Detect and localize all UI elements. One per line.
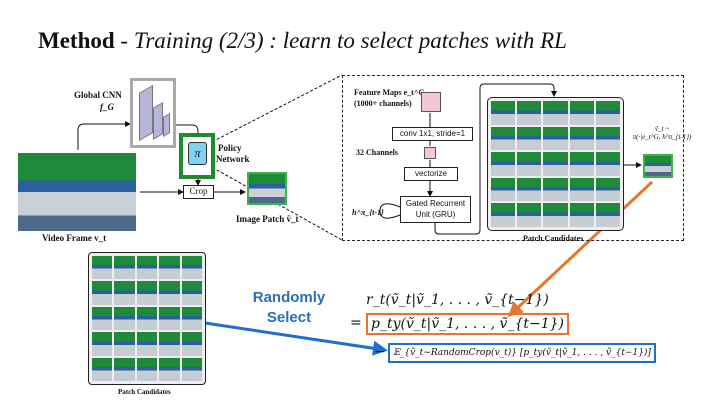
feature-map-cube [421, 92, 441, 112]
reward-formula-line2: p_ty(ṽ_t|ṽ_1, . . . , ṽ_{t−1}) [366, 313, 569, 335]
bottom-patch-candidates-label: Patch Candidates [118, 388, 171, 396]
detail-panel [342, 75, 684, 241]
channel-cube [424, 147, 436, 159]
crop-box: Crop [183, 185, 214, 199]
bottom-patch-candidates-grid [88, 252, 206, 385]
sample-formula: ṽ_t ~π(·|e_t^G, h^π_{t-1}) [632, 125, 692, 141]
selected-patch [643, 154, 673, 178]
video-frame-label: Video Frame v_t [42, 233, 107, 243]
slide-title: Method - Training (2/3) : learn to selec… [38, 28, 567, 53]
channels-1000-label: (1000+ channels) [354, 99, 412, 108]
equals-sign: = [350, 315, 362, 331]
network-label: Network [216, 154, 250, 164]
fg-label: f_G [100, 102, 114, 112]
image-patch-label: Image Patch ṽ_t [236, 214, 299, 224]
minus-sign: − [374, 344, 386, 360]
policy-label: Policy [218, 143, 242, 153]
vectorize-box: vectorize [404, 167, 458, 181]
pi-box: π [188, 142, 207, 165]
policy-network: π [179, 133, 215, 179]
video-frame-image [18, 153, 136, 231]
patch-candidates-grid [487, 97, 624, 231]
reward-formula-line3: 𝔼_{ṽ_t∼RandomCrop(v_t)} [p_ty(ṽ_t|ṽ_1, .… [388, 343, 656, 363]
channels-32-label: 32 Channels [356, 148, 399, 157]
global-cnn-block [130, 78, 176, 148]
feature-maps-label: Feature Maps e_t^G [354, 88, 425, 97]
global-cnn-label: Global CNN [74, 90, 122, 100]
conv-box: conv 1x1, stride=1 [392, 127, 473, 141]
hidden-state-label: h^π_{t-1} [352, 208, 384, 217]
patch-candidates-label: Patch Candidates [523, 234, 584, 243]
reward-formula-line1: r_t(ṽ_t|ṽ_1, . . . , ṽ_{t−1}) [366, 292, 549, 308]
image-patch [247, 172, 287, 205]
